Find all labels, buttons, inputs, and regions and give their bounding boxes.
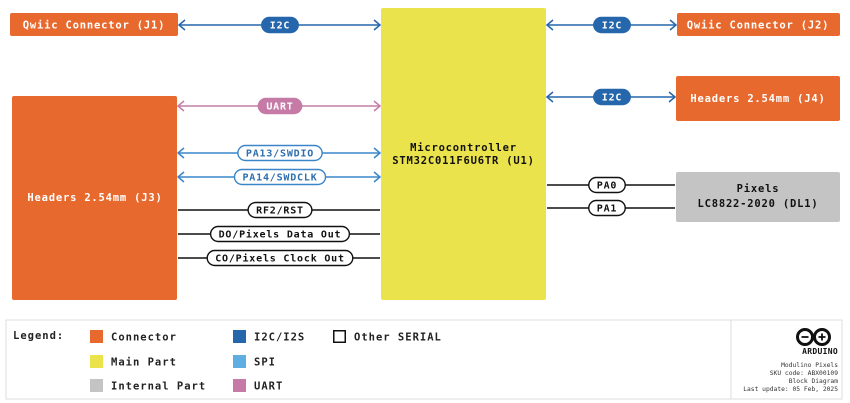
connection-pill [209,225,351,243]
last-update: Last update: 05 Feb, 2025 [743,386,838,393]
connection-pa13-swdio: PA13/SWDIO [176,144,382,162]
connection-label: I2C [270,21,290,32]
sku-code: SKU code: ABX00109 [770,370,838,377]
legend-swatch [333,330,346,343]
connection-pill [588,176,626,194]
arrow-left-icon [176,100,185,112]
legend-label: SPI [254,357,276,369]
connection-pill [593,88,631,106]
arrow-right-icon [669,19,678,31]
pixels-part-number: LC8822-2020 (DL1) [697,198,818,210]
qwiic-connector-j1-block [10,13,178,36]
legend-swatch [90,355,103,368]
connection-co-pixels-clock-out: CO/Pixels Clock Out [178,249,380,267]
connection-pa14-swdclk: PA14/SWDCLK [176,168,382,186]
document-type: Block Diagram [789,378,838,385]
product-name: Modulino Pixels [781,362,838,369]
connection-label: PA1 [597,204,617,215]
connection-pill [588,199,626,217]
pixels-label: Pixels [737,183,780,195]
legend-item-other-serial: Other SERIAL [333,330,442,344]
legend-item-i2c-i2s: I2C/I2S [233,330,305,344]
pixels-block [676,172,840,222]
connection-rf2-rst: RF2/RST [178,201,380,219]
connections: I2C I2C I2C UART PA13/SWDIO PA14/SWDCLK RF2/RS… [176,16,678,267]
legend-swatch [233,379,246,392]
connection-label: RF2/RST [256,206,304,217]
qwiic-connector-j1-label: Qwiic Connector (J1) [23,20,165,32]
connection-i2c: I2C [177,16,382,34]
headers-j4-block [676,76,840,121]
connection-uart: UART [176,97,382,115]
connection-label: CO/Pixels Clock Out [215,253,345,265]
headers-j4-label: Headers 2.54mm (J4) [690,93,825,105]
legend-item-spi: SPI [233,355,276,369]
connection-pill [237,144,323,162]
connection-pa1: PA1 [547,199,675,217]
connection-pill [261,16,299,34]
arrow-right-icon [373,100,382,112]
headers-j3-block [12,96,177,300]
legend-item-connector: Connector [90,330,177,344]
connection-pill [233,168,327,186]
connection-label: PA0 [597,181,617,192]
arrow-left-icon [545,19,554,31]
legend-label: Internal Part [111,381,206,393]
arduino-logo [796,328,831,346]
arrow-left-icon [545,91,554,103]
legend-swatch [90,330,103,343]
legend-label: I2C/I2S [254,332,305,344]
connection-label: PA14/SWDCLK [242,173,317,184]
arduino-brand: ARDUINO [802,347,838,356]
legend-item-uart: UART [233,379,283,393]
connection-pill [247,201,313,219]
legend-swatch [233,355,246,368]
arrow-right-icon [373,147,382,159]
legend-title: Legend: [13,330,64,342]
connection-i2c: I2C [545,88,677,106]
arrow-left-icon [177,19,186,31]
legend-label: UART [254,381,283,393]
connection-pill [206,249,354,267]
microcontroller-part-number: STM32C011F6U6TR (U1) [392,155,534,167]
microcontroller-label: Microcontroller [410,142,517,154]
legend-box [5,319,843,400]
connection-label: UART [266,102,293,113]
arrow-right-icon [668,91,677,103]
connection-i2c: I2C [545,16,678,34]
arrow-right-icon [373,19,382,31]
qwiic-connector-j2-label: Qwiic Connector (J2) [687,20,829,32]
legend-label: Connector [111,332,177,344]
legend-swatch [90,379,103,392]
legend-item-internal-part: Internal Part [90,379,206,393]
connection-label: DO/Pixels Data Out [219,229,342,241]
connection-label: I2C [602,93,622,104]
headers-j3-label: Headers 2.54mm (J3) [27,192,162,204]
connection-label: PA13/SWDIO [246,149,314,160]
microcontroller-block [381,8,546,300]
connection-label: I2C [602,21,622,32]
legend-label: Other SERIAL [354,332,442,344]
arrow-right-icon [373,171,382,183]
connection-pill [257,97,303,115]
qwiic-connector-j2-block [677,13,840,36]
connection-do-pixels-data-out: DO/Pixels Data Out [178,225,380,243]
arrow-left-icon [176,147,185,159]
connection-pa0: PA0 [547,176,675,194]
arrow-left-icon [176,171,185,183]
legend-label: Main Part [111,357,177,369]
legend-swatch [233,330,246,343]
connection-pill [593,16,631,34]
legend-item-main-part: Main Part [90,355,177,369]
